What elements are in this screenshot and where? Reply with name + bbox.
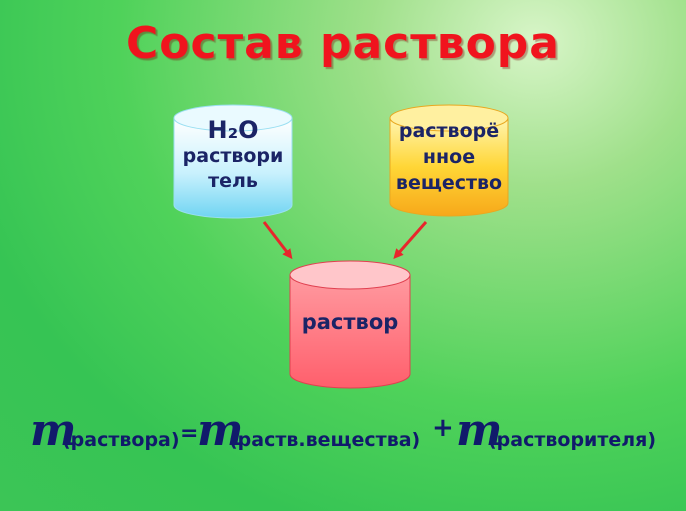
mass-symbol-solute: m (197, 405, 244, 456)
solute-cylinder (389, 104, 509, 217)
subscript-solution: (раствора) (62, 429, 180, 451)
mass-symbol-solvent: m (456, 405, 503, 456)
solvent-word-line2: тель (208, 170, 258, 192)
plus-sign: + (432, 413, 454, 443)
slide-title: Состав раствора (126, 18, 560, 69)
subscript-solvent: (растворителя) (488, 429, 657, 451)
solution-cylinder (289, 260, 411, 389)
arrow-solvent-to-solution (262, 221, 293, 260)
solvent-label: H₂O раствори тель (174, 116, 292, 194)
mass-symbol-solution: m (30, 405, 77, 456)
solvent-word-line1: раствори (182, 145, 284, 167)
solute-word-line1: растворё (398, 120, 500, 142)
solvent-formula: H₂O (207, 116, 259, 144)
mass-formula: m (раствора) = m (раств.вещества) + m (р… (0, 405, 686, 475)
equals-sign: = (180, 421, 199, 446)
subscript-solute: (раств.вещества) (229, 429, 421, 451)
solvent-cylinder (173, 104, 293, 219)
solution-label: раствор (301, 310, 399, 334)
arrow-solute-to-solution (393, 221, 428, 259)
solute-label: растворё нное вещество (390, 118, 508, 196)
solute-word-line2: нное (422, 146, 476, 168)
solute-word-line3: вещество (395, 172, 503, 194)
